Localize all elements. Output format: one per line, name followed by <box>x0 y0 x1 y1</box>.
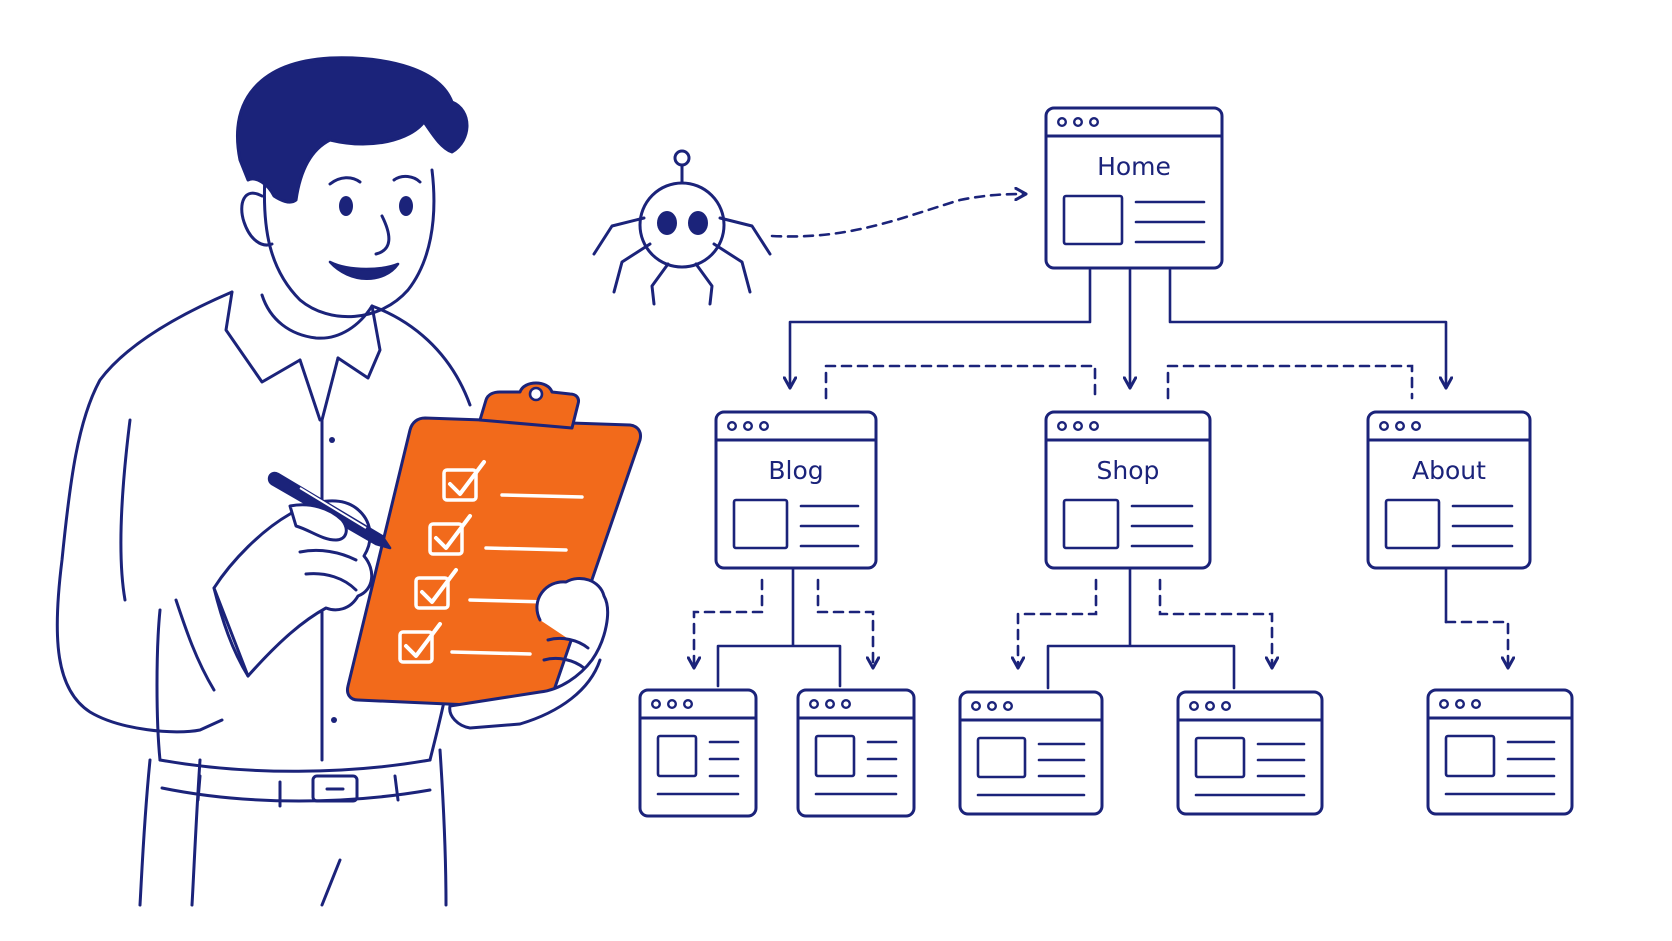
page-label-about: About <box>1412 456 1486 485</box>
window-dot-icon <box>1088 421 1099 432</box>
checkbox-checked-icon <box>428 514 568 556</box>
window-dot-icon <box>1088 116 1099 127</box>
window-dot-icon <box>1220 701 1231 712</box>
trousers <box>138 748 448 907</box>
person-figure <box>55 56 642 907</box>
page-node-about: About <box>1366 410 1532 570</box>
neck <box>260 293 374 340</box>
checklist <box>398 460 584 664</box>
image-placeholder-icon <box>976 736 1027 779</box>
sitemap-connectors <box>694 268 1508 690</box>
checkbox-checked-icon <box>398 622 532 664</box>
window-dot-icon <box>727 421 738 432</box>
window-dot-icon <box>1438 699 1449 710</box>
window-dot-icon <box>1072 421 1083 432</box>
window-dot-icon <box>1056 421 1067 432</box>
page-node-child <box>1426 688 1574 816</box>
left-hand <box>448 577 610 730</box>
image-placeholder-icon <box>1444 734 1496 778</box>
belt <box>158 758 432 808</box>
writing-hand <box>212 471 392 678</box>
window-dot-icon <box>759 421 770 432</box>
window-dot-icon <box>1378 421 1389 432</box>
window-dot-icon <box>1410 421 1421 432</box>
page-node-blog: Blog <box>714 410 878 570</box>
image-placeholder-icon <box>1194 736 1246 779</box>
window-dot-icon <box>971 701 982 712</box>
page-label-shop: Shop <box>1097 456 1160 485</box>
page-node-child <box>638 688 758 818</box>
page-node-shop: Shop <box>1044 410 1212 570</box>
window-dot-icon <box>1454 699 1465 710</box>
page-label-blog: Blog <box>768 456 823 485</box>
window-dot-icon <box>825 699 836 710</box>
window-dot-icon <box>1003 701 1014 712</box>
window-dot-icon <box>1394 421 1405 432</box>
crawler-spider-icon <box>592 149 772 306</box>
checkbox-checked-icon <box>442 460 584 502</box>
image-placeholder-icon <box>1062 194 1124 246</box>
window-dot-icon <box>683 699 694 710</box>
image-placeholder-icon <box>656 734 698 778</box>
head <box>236 56 469 319</box>
page-node-child <box>1176 690 1324 816</box>
window-dot-icon <box>1470 699 1481 710</box>
window-dot-icon <box>1072 116 1083 127</box>
image-placeholder-icon <box>732 498 789 550</box>
window-dot-icon <box>743 421 754 432</box>
image-placeholder-icon <box>1384 498 1441 550</box>
window-dot-icon <box>987 701 998 712</box>
page-label-home: Home <box>1097 152 1171 181</box>
page-node-child <box>796 688 916 818</box>
image-placeholder-icon <box>1062 498 1120 550</box>
page-node-home: Home <box>1044 106 1224 270</box>
checkbox-checked-icon <box>414 568 550 610</box>
image-placeholder-icon <box>814 734 856 778</box>
window-dot-icon <box>651 699 662 710</box>
page-node-child <box>958 690 1104 816</box>
window-dot-icon <box>667 699 678 710</box>
window-dot-icon <box>1204 701 1215 712</box>
crawl-path-arrow <box>770 194 1026 238</box>
window-dot-icon <box>809 699 820 710</box>
window-dot-icon <box>841 699 852 710</box>
window-dot-icon <box>1056 116 1067 127</box>
window-dot-icon <box>1188 701 1199 712</box>
